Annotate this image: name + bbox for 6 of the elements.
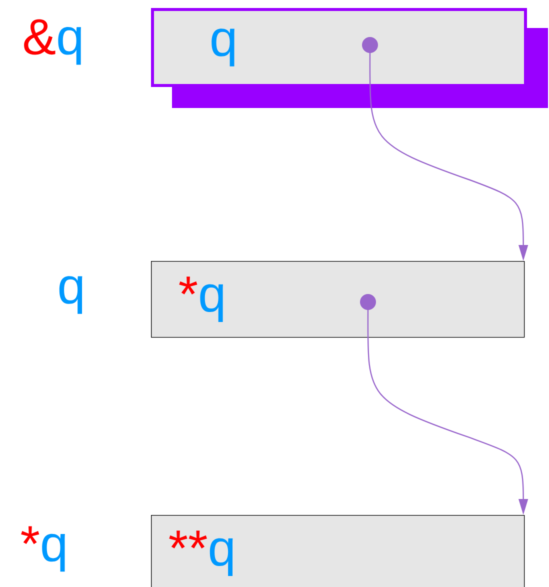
pointer-box: q [151, 8, 548, 108]
variable-label: &q [24, 19, 81, 65]
pointer-box: *q [151, 261, 525, 338]
variable-label: q [59, 276, 82, 314]
pointer-box: **q [151, 515, 525, 587]
variable-label: *q [21, 526, 65, 572]
